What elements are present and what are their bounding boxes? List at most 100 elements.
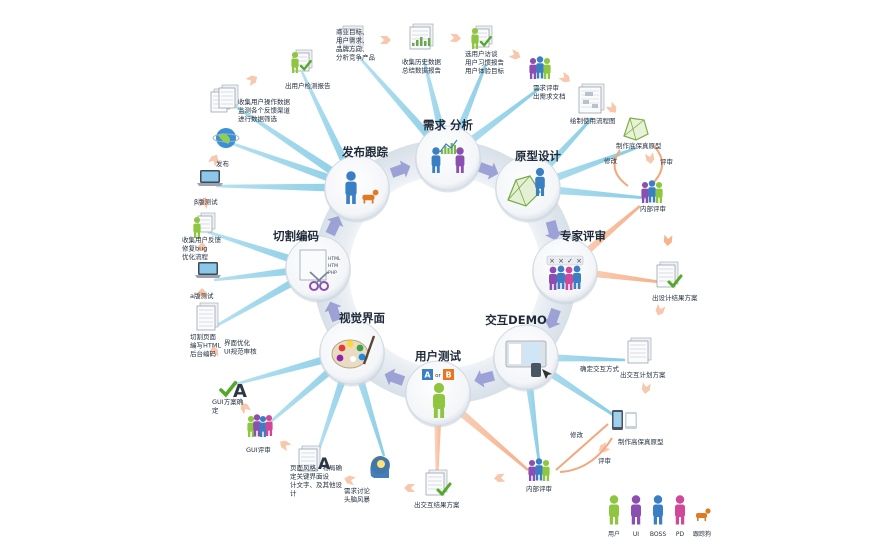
step-s-guireview: GUI评审 <box>246 414 273 454</box>
loop-arrow <box>559 437 613 473</box>
legend-item: 跟踪狗 <box>693 508 711 538</box>
head-bulb-icon <box>370 456 390 478</box>
chain-arrow <box>198 288 206 299</box>
chain-arrow <box>245 75 258 86</box>
step-label-s-lofi: 制作底保真原型 <box>616 141 662 150</box>
step-label-s-biz: 商业目标、用户需求、品牌方向、分析竞争产品 <box>336 27 375 62</box>
step-s-internal1: 内部评审 <box>640 180 666 213</box>
step-label-s-interplan: 出交互计划方案 <box>620 370 666 379</box>
legend-label: BOSS <box>650 531 667 538</box>
person-check-icon <box>291 49 313 73</box>
step-label-s-history: 收集历史数据总结数据报告 <box>402 57 442 75</box>
stage-demo: 交互DEMO <box>485 313 559 392</box>
font-glyph: A <box>233 381 247 402</box>
legend-item: PD <box>675 495 685 538</box>
step-s-monitor: 出用户检测报告 <box>285 49 331 90</box>
chain-arrow <box>494 473 506 483</box>
legend-label: PD <box>676 531 685 538</box>
stage-demand: 需求 分析 <box>415 118 481 193</box>
chain-arrow <box>655 303 666 316</box>
flow-arrow <box>477 162 499 180</box>
stage-label-usertest: 用户测试 <box>414 349 461 363</box>
flow-arrow <box>543 307 561 329</box>
stage-label-prototype: 原型设计 <box>515 149 561 163</box>
flow-arrow <box>324 301 342 323</box>
people-chart-icon <box>431 139 465 173</box>
chain-arrow <box>344 475 356 486</box>
legend-label: 用户 <box>608 530 620 538</box>
document-font-icon: A <box>298 445 331 473</box>
svg-text:✓: ✓ <box>567 257 573 265</box>
chain-arrow <box>404 484 415 492</box>
connector-rays <box>207 57 661 479</box>
stage-expert: ××✓×专家评审 <box>532 229 606 305</box>
document-check-icon <box>425 469 452 497</box>
document-icon <box>339 25 364 52</box>
globe-icon <box>212 128 240 148</box>
review-team-icon <box>247 414 273 437</box>
flow-arrow <box>325 216 344 237</box>
stage-prototype: 原型设计 <box>495 149 561 223</box>
step-s-interview: 选用户访谈用户习惯报告用户体验目标 <box>465 25 505 75</box>
step-label-s-reqreview: 需求评审出需求文档 <box>533 83 566 101</box>
step-label-s-designplan: 出设计结果方案 <box>652 293 698 302</box>
step-label-s-modify2: 修改 <box>570 430 584 439</box>
legend-item: UI <box>631 495 641 538</box>
legend-label: UI <box>633 531 639 538</box>
user-group-icon <box>529 56 551 79</box>
font-check-icon: A <box>219 381 247 402</box>
document-icon <box>627 337 652 364</box>
stage-flow-arrows <box>324 160 563 388</box>
chain-arrow <box>645 152 655 164</box>
step-label-s-hifi: 制作高保真原型 <box>618 437 664 446</box>
step-label-s-style: 页面风格、布局确定关键界面设计文字、及其他设计 <box>290 463 343 498</box>
step-label-s-needs: 需求讨论头脑风暴 <box>344 486 371 504</box>
flow-arrow <box>545 220 563 241</box>
blue-ray <box>231 102 360 192</box>
user-group-icon <box>528 458 550 481</box>
loop-arrow <box>649 145 663 187</box>
step-label-s-internal2: 内部评审 <box>526 484 552 493</box>
step-label-s-review1: 评审 <box>660 157 673 166</box>
code-line-label: PHP <box>328 270 337 276</box>
or-label: or <box>435 373 441 379</box>
chain-arrow <box>380 36 391 44</box>
step-s-alpha: a版测试 <box>190 262 221 300</box>
stage-label-coding: 切割编码 <box>273 229 319 243</box>
loop-arrow <box>613 149 629 187</box>
chain-arrow <box>280 440 292 452</box>
step-s-interresult: 出交互结果方案 <box>414 469 460 509</box>
stage-label-demand: 需求 分析 <box>423 118 474 132</box>
svg-text:×: × <box>576 257 582 265</box>
step-label-s-beta: β版测试 <box>194 197 218 206</box>
wireframe-person-icon <box>507 167 545 207</box>
flowchart-icon <box>578 83 605 114</box>
chain-arrow <box>197 242 207 254</box>
code-document-icon <box>196 302 219 331</box>
option-a-label: A <box>424 371 431 380</box>
chain-arrow <box>508 49 521 60</box>
step-label-s-guiconfirm: GUI方案确定 <box>212 397 244 415</box>
step-s-confirm: 确定交互方式 <box>580 364 620 373</box>
chain-arrow <box>558 71 570 83</box>
step-label-s-alpha: a版测试 <box>190 291 214 300</box>
step-label-s-interview: 选用户访谈用户习惯报告用户体验目标 <box>465 49 505 75</box>
svg-text:×: × <box>558 257 564 265</box>
documents-icon <box>210 84 239 113</box>
step-s-review2: 评审 <box>598 456 611 465</box>
font-glyph: A <box>318 454 331 473</box>
step-label-s-confirm: 确定交互方式 <box>580 364 620 373</box>
legend-item: BOSS <box>650 495 667 538</box>
step-s-flow: 绘制使用流程图 <box>570 83 616 125</box>
legend-item: 用户 <box>608 495 620 538</box>
step-s-hifi: 制作高保真原型 <box>612 410 664 446</box>
svg-text:×: × <box>549 257 555 265</box>
